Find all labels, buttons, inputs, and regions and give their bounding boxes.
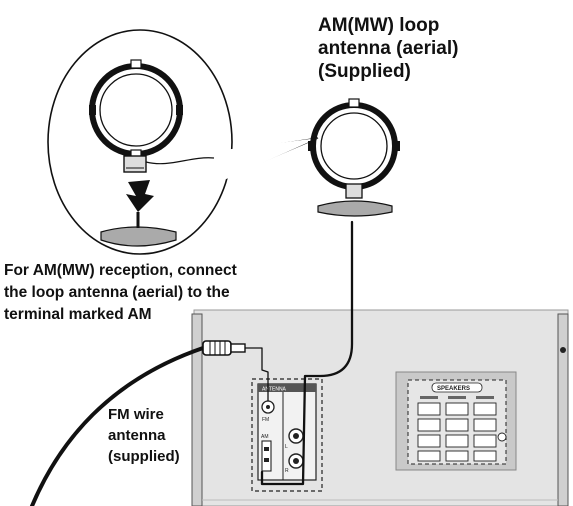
svg-text:L: L xyxy=(285,444,288,450)
instruction-line: the loop antenna (aerial) to the xyxy=(4,284,230,301)
fm-label-line: (supplied) xyxy=(108,448,180,465)
antenna-terminal-block: ANTENNA FM AM L R xyxy=(251,378,323,492)
svg-text:R: R xyxy=(285,468,289,474)
fm-label-line: FM wire xyxy=(108,406,164,423)
down-arrow-icon xyxy=(126,180,154,212)
antenna-heading: ANTENNA xyxy=(262,387,287,393)
am-terminal-label: AM xyxy=(261,434,269,440)
am-loop-antenna xyxy=(308,98,400,217)
fm-antenna-label: FM wire antenna (supplied) xyxy=(108,404,180,467)
instruction-line: terminal marked AM xyxy=(4,306,152,323)
am-antenna-title-line: antenna (aerial) xyxy=(318,38,459,59)
fm-terminal-label: FM xyxy=(262,417,269,423)
am-reception-instruction: For AM(MW) reception, connect the loop a… xyxy=(4,260,237,326)
instruction-line: For AM(MW) reception, connect xyxy=(4,262,237,279)
fm-label-line: antenna xyxy=(108,427,166,444)
speakers-heading: SPEAKERS xyxy=(437,386,470,392)
am-antenna-title-line: (Supplied) xyxy=(318,61,411,82)
am-antenna-title-line: AM(MW) loop xyxy=(318,15,440,36)
assembly-detail-bubble xyxy=(47,29,319,255)
am-terminal xyxy=(261,440,272,472)
fm-coax-plug xyxy=(202,340,246,356)
am-antenna-lead xyxy=(260,220,354,486)
speakers-terminal-panel: SPEAKERS xyxy=(395,371,517,471)
fm-wire-antenna xyxy=(30,346,205,506)
cables xyxy=(30,220,354,506)
am-antenna-title: AM(MW) loop antenna (aerial) (Supplied) xyxy=(318,14,458,83)
